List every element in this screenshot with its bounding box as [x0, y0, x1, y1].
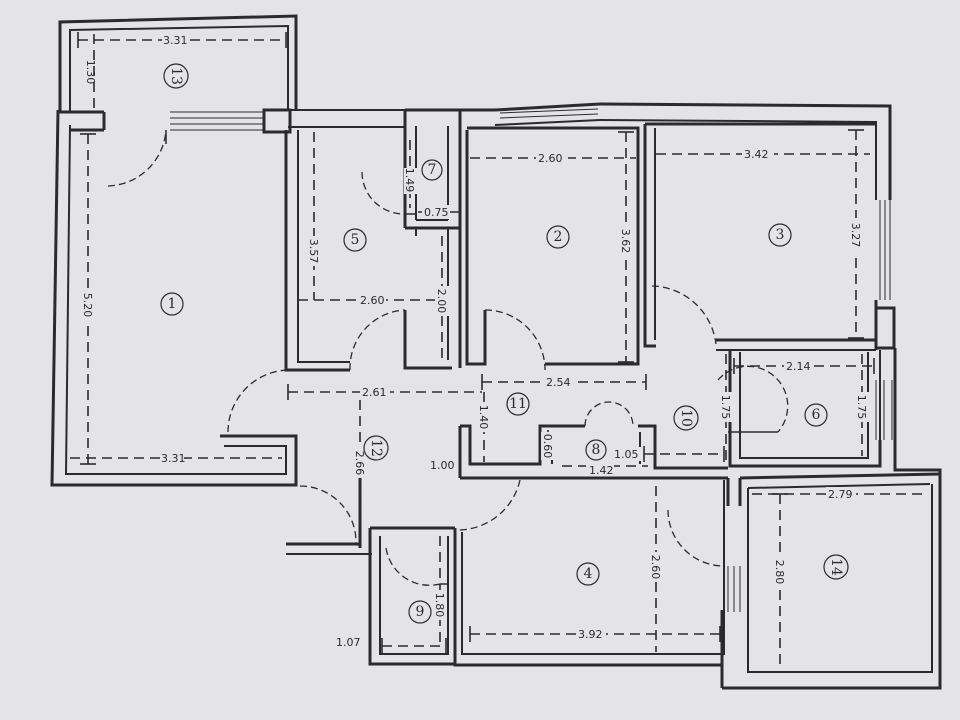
room-labels: 1 2 3 4 5 6 7 8: [160, 63, 849, 624]
dim-10-height: 1.75: [719, 395, 732, 420]
room-4-label: 4: [584, 566, 593, 582]
room-3-marker: 3: [768, 223, 792, 247]
room-1-label: 1: [168, 296, 177, 312]
doors: [107, 129, 789, 586]
dim-6-width: 2.14: [786, 360, 811, 373]
walls: [50, 14, 942, 690]
room-10-label: 10: [678, 409, 694, 427]
dim-12-width: 2.61: [362, 386, 387, 399]
dim-13-height: 1.30: [84, 60, 97, 85]
dim-14-height: 2.80: [773, 560, 786, 585]
dim-13-width: 3.31: [163, 34, 188, 47]
dim-2-height: 3.62: [619, 229, 632, 254]
dim-7-width: 0.75: [424, 206, 449, 219]
room-5-label: 5: [351, 232, 360, 248]
dim-12-height: 2.66: [353, 451, 366, 476]
dim-7-height: 1.49: [403, 168, 416, 193]
room-9-marker: 9: [408, 600, 432, 624]
room-9-label: 9: [416, 604, 425, 620]
room-10-marker: 10: [673, 405, 699, 431]
dim-4-height: 2.60: [649, 555, 662, 580]
dim-8-height: 0.60: [541, 434, 554, 459]
room-2-marker: 2: [546, 225, 570, 249]
room-12-label: 12: [368, 439, 384, 457]
dim-6-height: 1.75: [855, 395, 868, 420]
dim-9-height: 1.80: [433, 593, 446, 618]
room-7-label: 7: [428, 162, 437, 178]
dim-8-width: 1.05: [614, 448, 639, 461]
room-6-marker: 6: [804, 403, 828, 427]
room-14-marker: 14: [823, 554, 849, 580]
dimension-labels: 3.31 1.30 5.20 3.31 3.57 2.60 2.00 1.49 …: [81, 33, 869, 649]
dim-corridor-width: 1.00: [430, 459, 455, 472]
dim-14-width: 2.79: [828, 488, 853, 501]
room-12-marker: 12: [363, 435, 389, 461]
dim-11-height: 1.40: [477, 405, 490, 430]
room-13-label: 13: [168, 67, 184, 85]
dim-8-width-2: 1.42: [589, 464, 614, 477]
room-11-label: 11: [509, 396, 527, 412]
room-13-marker: 13: [163, 63, 189, 89]
dim-2-width: 2.60: [538, 152, 563, 165]
room-4-marker: 4: [576, 562, 600, 586]
room-5-marker: 5: [343, 228, 367, 252]
dim-11-width: 2.54: [546, 376, 571, 389]
room-6-label: 6: [812, 407, 821, 423]
room-2-label: 2: [554, 229, 563, 245]
room-8-marker: 8: [585, 439, 607, 461]
room-11-marker: 11: [506, 392, 530, 416]
room-8-label: 8: [592, 442, 601, 458]
dim-5-width: 2.60: [360, 294, 385, 307]
room-1-marker: 1: [160, 292, 184, 316]
room-7-marker: 7: [421, 159, 443, 181]
dim-3-width: 3.42: [744, 148, 769, 161]
dim-3-height: 3.27: [849, 223, 862, 248]
dim-5-height-2: 2.00: [435, 289, 448, 314]
room-3-label: 3: [776, 227, 785, 243]
dim-9-width: 1.07: [336, 636, 361, 649]
windows: [170, 108, 893, 612]
dim-1-width: 3.31: [161, 452, 186, 465]
dim-4-width: 3.92: [578, 628, 603, 641]
dim-1-height: 5.20: [81, 293, 94, 318]
room-14-label: 14: [828, 558, 844, 576]
dim-5-height: 3.57: [307, 239, 320, 264]
